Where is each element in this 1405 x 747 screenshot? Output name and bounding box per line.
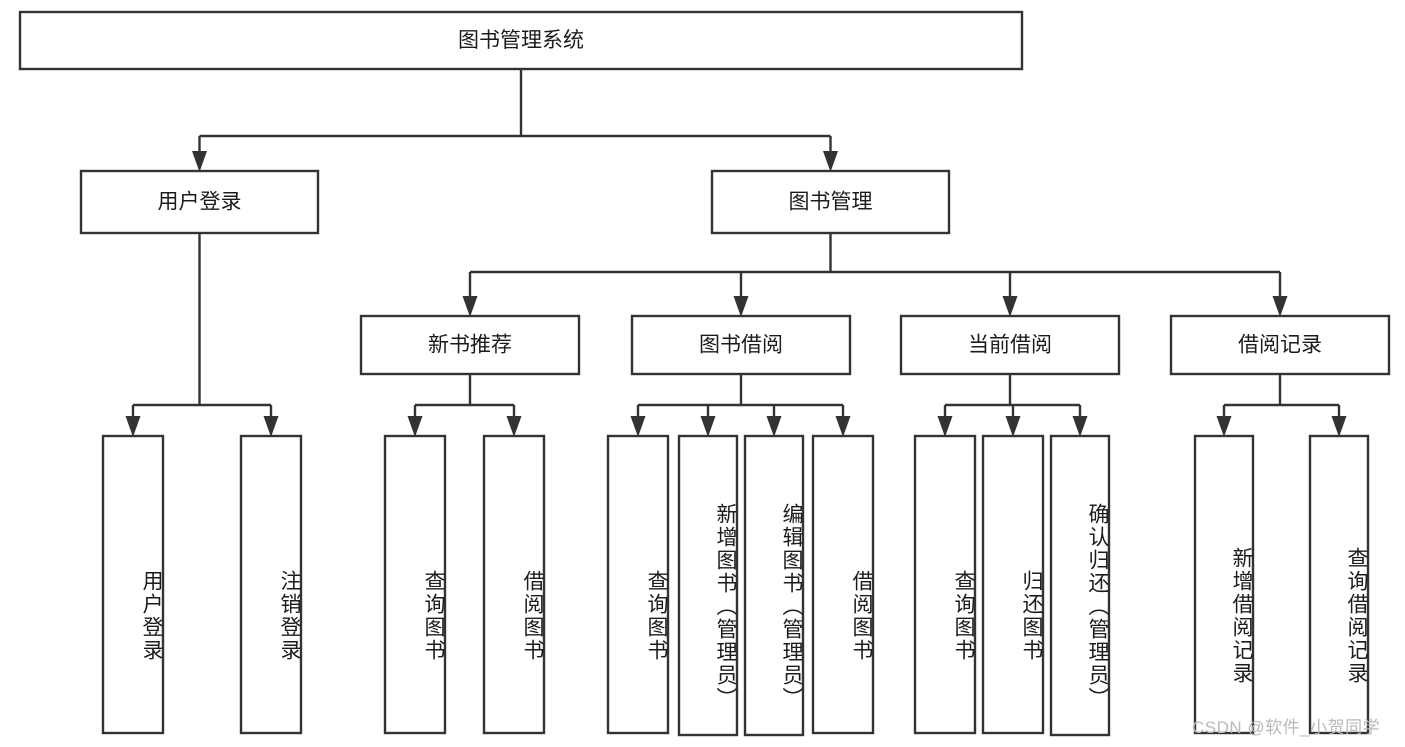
node-box-leaf_query_book_2[interactable] (606, 434, 670, 735)
arrow-head-leaf_query_book_1 (407, 416, 423, 437)
node-box-leaf_edit_book[interactable] (743, 434, 805, 737)
node-box-leaf_logout[interactable] (239, 434, 303, 735)
arrow-head-leaf_edit_book (766, 416, 782, 437)
node-box-leaf_return_book[interactable] (981, 434, 1045, 735)
node-box-leaf_query_book_1[interactable] (383, 434, 447, 735)
arrow-head-book_borrow (733, 296, 749, 317)
node-box-current_borrow[interactable] (899, 314, 1121, 376)
node-box-layer (18, 10, 1391, 737)
arrow-head-leaf_return_book (1005, 416, 1021, 437)
arrow-head-borrow_record (1272, 296, 1288, 317)
arrow-head-new_book_rec (462, 296, 478, 317)
node-label-borrow_record: 借阅记录 (1238, 334, 1322, 357)
node-box-leaf_query_record[interactable] (1308, 434, 1370, 735)
arrow-head-leaf_borrow_book_2 (835, 416, 851, 437)
arrow-head-user_login (192, 151, 207, 172)
connector-layer (125, 69, 1347, 437)
node-label-book_manage: 图书管理 (789, 191, 873, 214)
node-box-leaf_add_book[interactable] (677, 434, 739, 737)
node-label-book_borrow: 图书借阅 (699, 334, 783, 357)
node-label-new_book_rec: 新书推荐 (428, 334, 512, 357)
node-box-book_manage[interactable] (710, 169, 951, 235)
arrow-head-leaf_query_book_2 (630, 416, 646, 437)
arrow-head-leaf_confirm_return (1072, 416, 1088, 437)
arrow-head-leaf_add_book (700, 416, 716, 437)
node-box-borrow_record[interactable] (1169, 314, 1391, 376)
arrow-head-leaf_user_login (125, 416, 141, 437)
csdn-watermark: CSDN @软件_小贺同学 (1192, 718, 1381, 737)
node-box-leaf_borrow_book_1[interactable] (482, 434, 546, 735)
node-box-leaf_confirm_return[interactable] (1049, 434, 1111, 737)
arrow-head-leaf_query_record (1331, 416, 1347, 437)
node-box-leaf_user_login[interactable] (101, 434, 165, 735)
node-box-leaf_query_book_3[interactable] (913, 434, 977, 735)
node-label-current_borrow: 当前借阅 (968, 334, 1052, 357)
arrow-head-leaf_logout (263, 416, 279, 437)
node-box-root[interactable] (18, 10, 1024, 71)
node-box-leaf_borrow_book_2[interactable] (811, 434, 875, 735)
node-box-book_borrow[interactable] (630, 314, 852, 376)
node-label-user_login: 用户登录 (158, 191, 242, 214)
node-box-user_login[interactable] (79, 169, 320, 235)
node-box-new_book_rec[interactable] (359, 314, 581, 376)
arrow-head-leaf_borrow_book_1 (506, 416, 522, 437)
arrow-head-current_borrow (1002, 296, 1018, 317)
node-label-root: 图书管理系统 (458, 29, 584, 52)
arrow-head-leaf_query_book_3 (937, 416, 953, 437)
node-box-leaf_add_record[interactable] (1193, 434, 1255, 735)
arrow-head-book_manage (823, 151, 838, 172)
arrow-head-leaf_add_record (1216, 416, 1232, 437)
